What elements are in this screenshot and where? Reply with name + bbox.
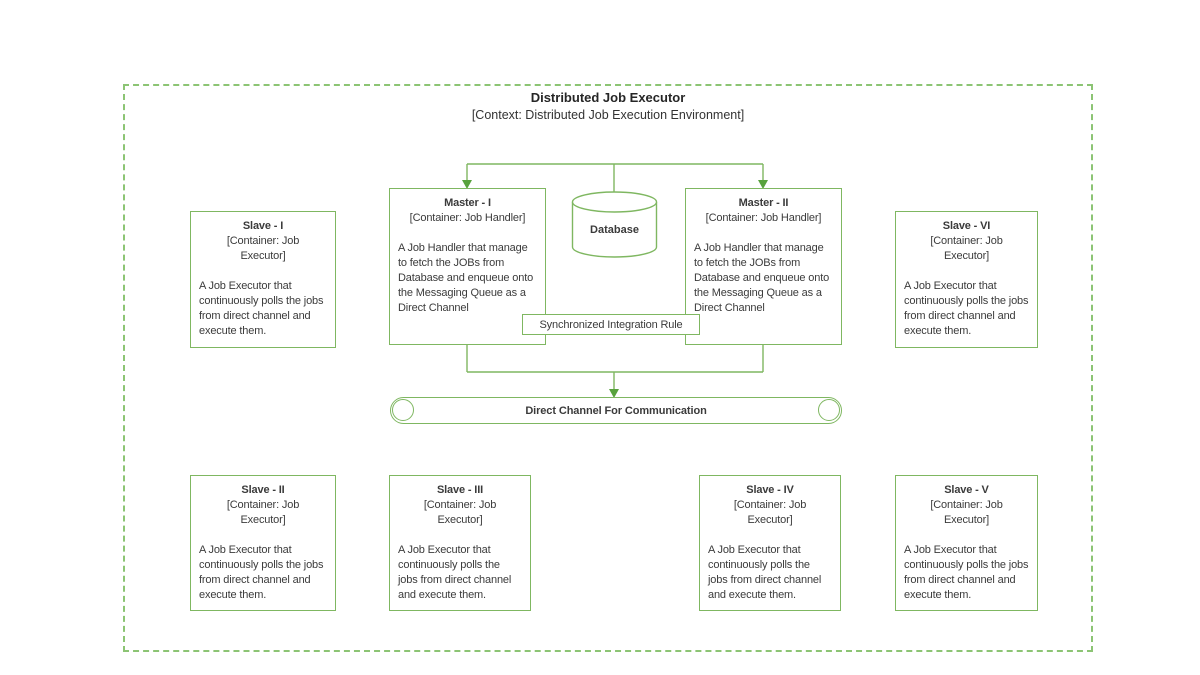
slave-2-box: Slave - II [Container: Job Executor] A J…	[190, 475, 336, 611]
slave-4-container: [Container: Job Executor]	[733, 499, 807, 526]
slave-6-title: Slave - VI	[942, 220, 991, 232]
master-1-description: A Job Handler that manage to fetch the J…	[398, 242, 534, 314]
direct-channel-pipe: Direct Channel For Communication	[390, 397, 842, 424]
slave-1-container: [Container: Job Executor]	[226, 235, 300, 262]
slave-1-description: A Job Executor that continuously polls t…	[199, 280, 324, 337]
slave-1-title: Slave - I	[242, 220, 284, 232]
master-2-description: A Job Handler that manage to fetch the J…	[694, 242, 830, 314]
slave-4-title: Slave - IV	[746, 484, 794, 496]
slave-4-description: A Job Executor that continuously polls t…	[708, 544, 822, 601]
pipe-left-cap	[392, 399, 414, 421]
direct-channel-label: Direct Channel For Communication	[525, 404, 707, 417]
diagram-subtitle: [Context: Distributed Job Execution Envi…	[471, 108, 745, 122]
slave-5-container: [Container: Job Executor]	[930, 499, 1003, 526]
slave-2-description: A Job Executor that continuously polls t…	[199, 544, 324, 601]
integration-rule-box: Synchronized Integration Rule	[522, 314, 700, 335]
master-1-box: Master - I [Container: Job Handler] A Jo…	[389, 188, 546, 345]
database-label: Database	[590, 224, 639, 236]
master-2-title: Master - II	[738, 197, 789, 209]
master-1-container: [Container: Job Handler]	[409, 212, 526, 224]
context-boundary	[123, 84, 1093, 652]
slave-3-container: [Container: Job Executor]	[423, 499, 497, 526]
slave-3-description: A Job Executor that continuously polls t…	[398, 544, 512, 601]
pipe-right-cap	[818, 399, 840, 421]
master-2-box: Master - II [Container: Job Handler] A J…	[685, 188, 842, 345]
slave-5-title: Slave - V	[944, 484, 989, 496]
slave-6-description: A Job Executor that continuously polls t…	[904, 280, 1029, 337]
master-1-title: Master - I	[444, 197, 491, 209]
slave-6-box: Slave - VI [Container: Job Executor] A J…	[895, 211, 1038, 348]
slave-6-container: [Container: Job Executor]	[930, 235, 1003, 262]
master-2-container: [Container: Job Handler]	[705, 212, 822, 224]
slave-3-box: Slave - III [Container: Job Executor] A …	[389, 475, 531, 611]
slave-4-box: Slave - IV [Container: Job Executor] A J…	[699, 475, 841, 611]
slave-5-description: A Job Executor that continuously polls t…	[904, 544, 1029, 601]
diagram-title: Distributed Job Executor	[530, 90, 686, 105]
slave-2-title: Slave - II	[241, 484, 285, 496]
slave-5-box: Slave - V [Container: Job Executor] A Jo…	[895, 475, 1038, 611]
integration-rule-label: Synchronized Integration Rule	[539, 318, 683, 331]
slave-3-title: Slave - III	[436, 484, 484, 496]
slave-1-box: Slave - I [Container: Job Executor] A Jo…	[190, 211, 336, 348]
slave-2-container: [Container: Job Executor]	[226, 499, 300, 526]
